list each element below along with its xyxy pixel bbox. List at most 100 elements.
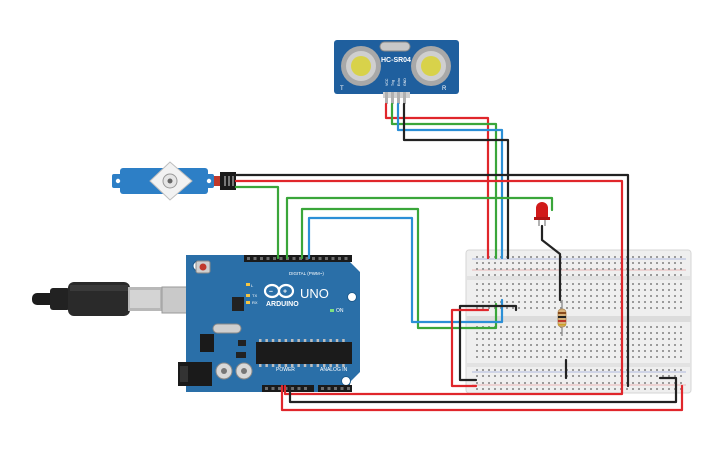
arduino-uno: – + ARDUINO UNO DIGITAL (PWM~) ANALOG IN… — [178, 255, 360, 392]
atmega-chip — [256, 342, 352, 364]
breadboard-hole — [578, 388, 580, 390]
breadboard-hole — [602, 375, 604, 377]
breadboard-hole — [584, 332, 586, 334]
breadboard-hole — [572, 326, 574, 328]
breadboard-hole — [578, 283, 580, 285]
header-pin — [297, 387, 301, 390]
breadboard-hole — [674, 301, 676, 303]
breadboard-hole — [656, 307, 658, 309]
breadboard-hole — [476, 388, 478, 390]
breadboard-hole — [674, 262, 676, 264]
wire-servo-vcc — [234, 179, 624, 396]
breadboard-hole — [560, 350, 562, 352]
breadboard-hole — [548, 301, 550, 303]
breadboard-hole — [572, 307, 574, 309]
breadboard-hole — [680, 344, 682, 346]
pin-vcc-label: VCC — [385, 78, 389, 86]
breadboard-hole — [584, 356, 586, 358]
breadboard-hole — [512, 289, 514, 291]
breadboard-hole — [482, 295, 484, 297]
breadboard-hole — [674, 344, 676, 346]
breadboard-hole — [680, 256, 682, 258]
breadboard-hole — [548, 382, 550, 384]
breadboard-hole — [500, 295, 502, 297]
breadboard-hole — [524, 338, 526, 340]
breadboard-hole — [572, 332, 574, 334]
breadboard-hole — [590, 295, 592, 297]
breadboard-hole — [506, 326, 508, 328]
breadboard-hole — [614, 283, 616, 285]
chip-leg — [335, 339, 339, 342]
breadboard-hole — [680, 382, 682, 384]
breadboard-hole — [632, 295, 634, 297]
breadboard-hole — [554, 338, 556, 340]
breadboard-hole — [590, 338, 592, 340]
breadboard-hole — [560, 382, 562, 384]
wire-echo-arduino — [307, 216, 504, 324]
breadboard-hole — [596, 338, 598, 340]
breadboard-hole — [554, 388, 556, 390]
breadboard-hole — [500, 350, 502, 352]
breadboard-hole — [542, 289, 544, 291]
breadboard-hole — [614, 256, 616, 258]
breadboard-hole — [566, 326, 568, 328]
breadboard-hole — [536, 350, 538, 352]
breadboard-hole — [662, 382, 664, 384]
breadboard-hole — [590, 356, 592, 358]
breadboard-hole — [554, 283, 556, 285]
chip-leg — [323, 339, 326, 342]
breadboard-hole — [674, 332, 676, 334]
breadboard-hole — [530, 301, 532, 303]
breadboard-hole — [590, 262, 592, 264]
breadboard-hole — [650, 338, 652, 340]
breadboard-hole — [674, 289, 676, 291]
breadboard-hole — [614, 289, 616, 291]
breadboard-hole — [482, 274, 484, 276]
breadboard-hole — [638, 382, 640, 384]
breadboard-hole — [560, 301, 562, 303]
breadboard-hole — [584, 289, 586, 291]
breadboard-hole — [590, 375, 592, 377]
breadboard-hole — [506, 289, 508, 291]
breadboard-hole — [614, 262, 616, 264]
breadboard-hole — [542, 382, 544, 384]
breadboard-hole — [572, 356, 574, 358]
breadboard-hole — [524, 274, 526, 276]
breadboard-hole — [512, 369, 514, 371]
breadboard-hole — [488, 356, 490, 358]
breadboard-hole — [572, 350, 574, 352]
breadboard-hole — [668, 295, 670, 297]
breadboard-hole — [494, 268, 496, 270]
breadboard-hole — [494, 332, 496, 334]
breadboard-hole — [548, 268, 550, 270]
breadboard-hole — [554, 326, 556, 328]
breadboard-hole — [512, 388, 514, 390]
breadboard-hole — [548, 350, 550, 352]
breadboard-hole — [554, 268, 556, 270]
breadboard-hole — [488, 332, 490, 334]
header-pin — [247, 257, 250, 260]
breadboard-hole — [548, 256, 550, 258]
breadboard-hole — [512, 295, 514, 297]
breadboard-hole — [566, 256, 568, 258]
breadboard-hole — [674, 268, 676, 270]
breadboard-hole — [530, 382, 532, 384]
breadboard-hole — [656, 344, 658, 346]
breadboard-hole — [608, 326, 610, 328]
breadboard-hole — [614, 268, 616, 270]
breadboard-hole — [608, 268, 610, 270]
breadboard-hole — [680, 295, 682, 297]
breadboard-hole — [542, 326, 544, 328]
breadboard-hole — [488, 283, 490, 285]
breadboard-hole — [644, 274, 646, 276]
breadboard-hole — [578, 369, 580, 371]
header-pin — [291, 387, 294, 390]
breadboard-hole — [596, 350, 598, 352]
breadboard-hole — [548, 338, 550, 340]
breadboard-hole — [512, 356, 514, 358]
breadboard-hole — [476, 256, 478, 258]
breadboard-hole — [584, 326, 586, 328]
breadboard-hole — [578, 295, 580, 297]
breadboard-hole — [638, 295, 640, 297]
breadboard-hole — [524, 301, 526, 303]
